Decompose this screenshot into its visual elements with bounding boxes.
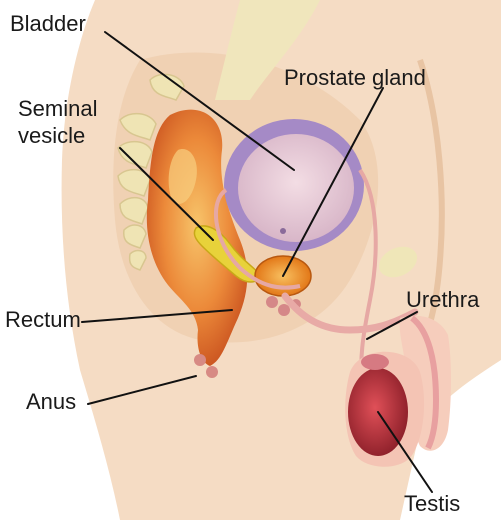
bladder-inner (238, 134, 354, 242)
epididymis (361, 354, 389, 370)
label-testis: Testis (404, 492, 460, 516)
label-rectum: Rectum (5, 308, 81, 332)
label-seminal-vesicle-line1: Seminal (18, 97, 97, 121)
label-bladder: Bladder (10, 12, 86, 36)
label-prostate-gland: Prostate gland (284, 66, 426, 90)
label-urethra: Urethra (406, 288, 479, 312)
label-seminal-vesicle-line2: vesicle (18, 124, 85, 148)
label-anus: Anus (26, 390, 76, 414)
bladder-opening (280, 228, 286, 234)
